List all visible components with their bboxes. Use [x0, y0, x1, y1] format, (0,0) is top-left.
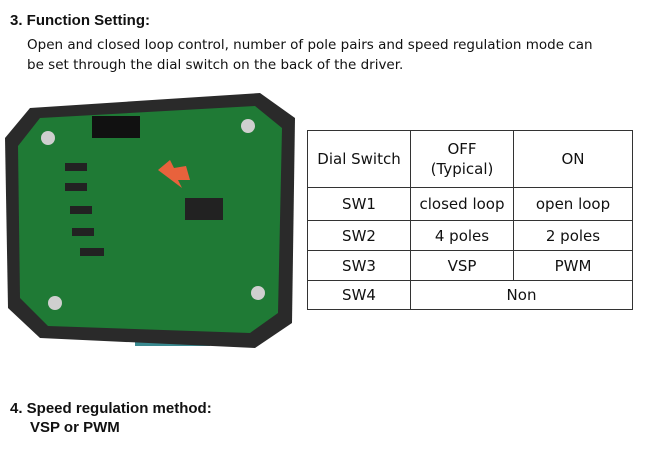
cell-merged: Non [410, 280, 633, 310]
cell-on: PWM [513, 250, 633, 281]
header-dial-switch: Dial Switch [307, 130, 411, 188]
driver-board-image [5, 93, 295, 348]
desc-line-1: Open and closed loop control, number of … [27, 37, 593, 53]
header-on: ON [513, 130, 633, 188]
cell-on: open loop [513, 187, 633, 221]
header-off: OFF(Typical) [410, 130, 514, 188]
section-4-title: 4. Speed regulation method: [10, 400, 212, 417]
section-4-subtitle: VSP or PWM [30, 419, 120, 436]
cell-sw: SW4 [307, 280, 411, 310]
cell-sw: SW2 [307, 220, 411, 251]
cell-sw: SW3 [307, 250, 411, 281]
section-3-title: 3. Function Setting: [10, 12, 150, 29]
desc-line-2: be set through the dial switch on the ba… [27, 57, 404, 73]
cell-off: closed loop [410, 187, 514, 221]
cell-off: VSP [410, 250, 514, 281]
section-3-description: Open and closed loop control, number of … [27, 35, 647, 75]
cell-on: 2 poles [513, 220, 633, 251]
cell-off: 4 poles [410, 220, 514, 251]
arrow-icon [158, 160, 190, 188]
cell-sw: SW1 [307, 187, 411, 221]
